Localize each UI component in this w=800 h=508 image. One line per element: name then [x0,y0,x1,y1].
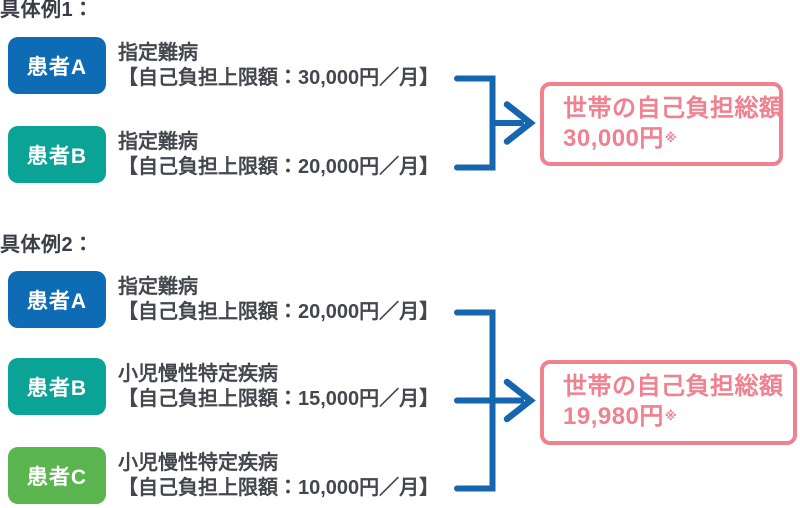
patient-badge: 患者A [8,271,106,328]
patient-description: 小児慢性特定疾病 【自己負担上限額：15,000円／月】 [118,358,439,412]
footnote-asterisk: ※ [664,409,678,423]
household-total-box: 世帯の自己負担総額 19,980円※ [540,360,797,445]
example-1-title: 具体例1： [0,0,94,21]
example-2-title: 具体例2： [0,234,94,256]
bracket-line [454,75,496,171]
patient-description: 指定難病 【自己負担上限額：20,000円／月】 [118,271,439,325]
patient-description: 小児慢性特定疾病 【自己負担上限額：10,000円／月】 [118,447,439,501]
disease-name: 小児慢性特定疾病 [118,363,278,385]
patient-description: 指定難病 【自己負担上限額：30,000円／月】 [118,37,439,91]
bracket-line [454,309,496,492]
copay-limit: 【自己負担上限額：30,000円／月】 [118,67,440,89]
patient-row: 患者B 小児慢性特定疾病 【自己負担上限額：15,000円／月】 [8,358,439,415]
patient-row: 患者A 指定難病 【自己負担上限額：20,000円／月】 [8,271,439,328]
copay-limit: 【自己負担上限額：20,000円／月】 [118,301,440,323]
household-total-amount: 19,980円※ [563,403,678,430]
household-total-box: 世帯の自己負担総額 30,000円※ [540,82,783,166]
copay-limit: 【自己負担上限額：20,000円／月】 [118,156,440,178]
disease-name: 指定難病 [118,131,198,153]
household-total-label: 世帯の自己負担総額 [563,373,784,400]
patient-row: 患者B 指定難病 【自己負担上限額：20,000円／月】 [8,126,439,183]
footnote-asterisk: ※ [664,131,678,145]
disease-name: 指定難病 [118,42,198,64]
household-total-label: 世帯の自己負担総額 [563,95,784,122]
patient-badge: 患者B [8,358,106,415]
household-total-amount: 30,000円※ [563,125,678,152]
copay-limit: 【自己負担上限額：15,000円／月】 [118,388,440,410]
patient-description: 指定難病 【自己負担上限額：20,000円／月】 [118,126,439,180]
arrow-head-icon [503,101,536,145]
disease-name: 指定難病 [118,276,198,298]
copay-limit: 【自己負担上限額：10,000円／月】 [118,477,440,499]
patient-badge: 患者A [8,37,106,94]
patient-row: 患者A 指定難病 【自己負担上限額：30,000円／月】 [8,37,439,94]
patient-badge: 患者B [8,126,106,183]
disease-name: 小児慢性特定疾病 [118,452,278,474]
patient-badge: 患者C [8,447,106,504]
patient-row: 患者C 小児慢性特定疾病 【自己負担上限額：10,000円／月】 [8,447,439,504]
arrow-head-icon [503,378,536,423]
